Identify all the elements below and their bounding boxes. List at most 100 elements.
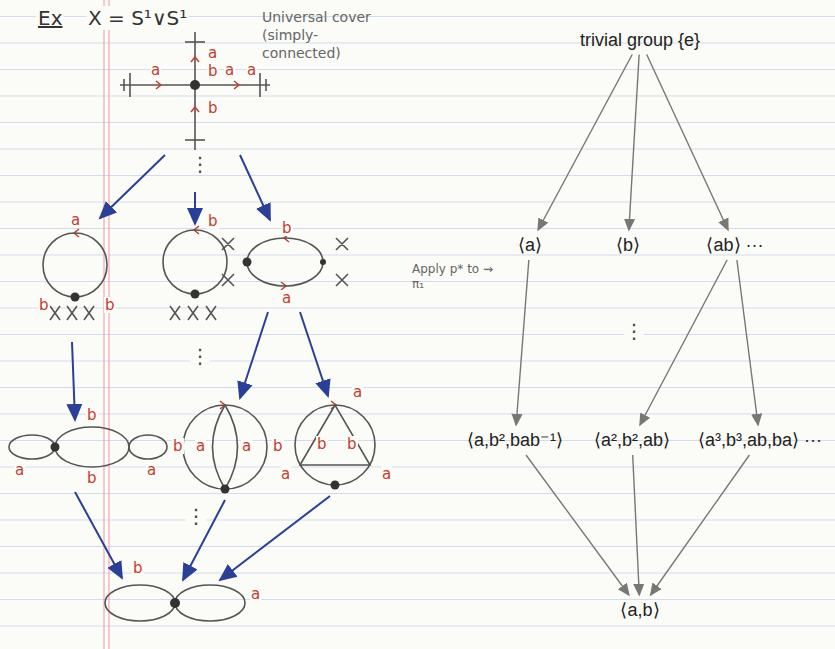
inclusion-arrow — [516, 260, 529, 425]
covering-map-arrow-part — [183, 500, 225, 580]
cover-row-one-part — [163, 230, 227, 294]
generator-label: b — [281, 220, 293, 236]
cover-row-two — [9, 405, 375, 494]
subgroup-text: ⟨a²,b²,ab⟩ — [594, 429, 670, 451]
covering-map-arrow-part — [100, 155, 165, 218]
cover-row-one-part — [247, 238, 323, 286]
subgroup-node: ⟨b⟩ — [612, 232, 644, 258]
universal-cover-tree-part — [190, 80, 200, 90]
cover-row-two-part — [213, 405, 238, 489]
subgroup-node: ⟨a²,b²,ab⟩ — [590, 427, 674, 453]
universal-cover-tree-part — [265, 79, 267, 91]
inclusion-arrow — [526, 455, 629, 595]
generator-label: a — [281, 290, 292, 306]
example-heading: Ex — [36, 6, 64, 30]
generator-label: a — [250, 586, 261, 602]
generator-label: a — [352, 384, 363, 400]
covering-map-arrow-part — [240, 312, 268, 398]
cover-row-one-part — [243, 258, 252, 267]
base-space-wedge-part — [175, 585, 245, 621]
ellipsis-dots: ⋮ — [190, 345, 210, 367]
covering-map-arrow-part — [300, 312, 328, 396]
inclusion-arrow — [633, 455, 640, 595]
generator-label: b — [207, 63, 219, 79]
generator-label: a — [14, 462, 25, 478]
direction-chevrons — [74, 57, 336, 409]
universal-cover-tree-part — [185, 41, 205, 43]
cover-row-two-part — [331, 481, 340, 490]
cover-row-one-part — [43, 233, 107, 297]
generator-label: a — [70, 212, 81, 228]
universal-cover-tree-part — [123, 79, 125, 91]
generator-label: b — [132, 560, 144, 576]
ellipsis-dots: ⋮ — [624, 320, 644, 342]
covering-map-arrow-part — [75, 492, 122, 578]
generator-label: b — [272, 438, 284, 454]
inclusion-arrow — [629, 55, 639, 231]
generator-label: b — [316, 436, 328, 452]
subgroup-node: ⟨a³,b³,ab,ba⟩ ··· — [694, 427, 826, 453]
generator-label: a — [246, 62, 257, 78]
subgroup-text: ⟨b⟩ — [616, 234, 640, 256]
generator-label: b — [207, 100, 219, 116]
covering-map-arrow-part — [194, 192, 196, 224]
generator-label: a — [224, 62, 235, 78]
covering-map-arrow-part — [220, 496, 330, 580]
direction-chevrons-part — [191, 57, 199, 62]
annotation-note: Apply p* to ⇝ π₁ — [412, 262, 496, 292]
cover-row-one-part — [191, 290, 200, 299]
subgroup-text: ⟨a,b⟩ — [620, 599, 659, 621]
generator-label: b — [86, 470, 98, 486]
covering-map-arrow-part — [240, 155, 270, 220]
subgroup-text: trivial group {e} — [580, 30, 700, 51]
inclusion-arrow — [647, 55, 728, 231]
universal-cover-tree-part — [194, 32, 196, 150]
base-space-wedge — [105, 585, 245, 621]
covering-map-arrow — [72, 155, 330, 580]
ellipsis-dots: ⋮ — [186, 505, 206, 527]
cover-row-two-part — [129, 435, 167, 459]
cover-row-one-part — [71, 293, 80, 302]
ellipsis-dots: ⋮ — [190, 153, 210, 175]
subgroup-node: ⟨a⟩ — [514, 232, 546, 258]
generator-label: b — [38, 297, 50, 313]
cover-row-one — [43, 230, 348, 320]
cover-row-two-part — [9, 435, 55, 459]
cover-row-two-part — [300, 405, 370, 465]
generator-label: b — [346, 436, 358, 452]
universal-cover-tree-part — [259, 73, 261, 97]
generator-label: a — [241, 438, 252, 454]
subgroup-text: ⟨a,b²,bab⁻¹⟩ — [467, 429, 563, 451]
base-space-wedge-part — [170, 598, 180, 608]
base-space-wedge-part — [105, 585, 175, 621]
annotation-note: Universal cover (simply-connected) — [262, 8, 382, 62]
generator-label: b — [104, 297, 116, 313]
direction-chevrons-part — [191, 107, 199, 112]
generator-label: b — [207, 213, 219, 229]
generator-label: b — [86, 407, 98, 423]
inclusion-arrow — [640, 260, 727, 425]
subgroup-node: ⟨ab⟩ ··· — [702, 232, 767, 258]
cover-row-one-part — [50, 306, 94, 320]
subgroup-node: trivial group {e} — [576, 28, 704, 53]
cover-row-two-part — [221, 485, 230, 494]
generator-label: a — [280, 466, 291, 482]
universal-cover-tree — [120, 32, 270, 150]
covering-map-arrow-part — [72, 342, 75, 420]
universal-cover-tree-part — [185, 139, 205, 141]
subgroup-text: ⟨a⟩ — [518, 234, 542, 256]
direction-chevrons-part — [156, 81, 161, 89]
subgroup-node: ⟨a,b⟩ — [616, 597, 663, 623]
universal-cover-tree-part — [129, 73, 131, 97]
cover-row-two-part — [55, 427, 129, 467]
cover-row-two-part — [295, 405, 375, 485]
subgroup-text: ⟨ab⟩ ··· — [706, 234, 763, 256]
direction-chevrons-part — [234, 81, 239, 89]
generator-label: a — [381, 466, 392, 482]
cover-row-one-part — [222, 238, 348, 286]
